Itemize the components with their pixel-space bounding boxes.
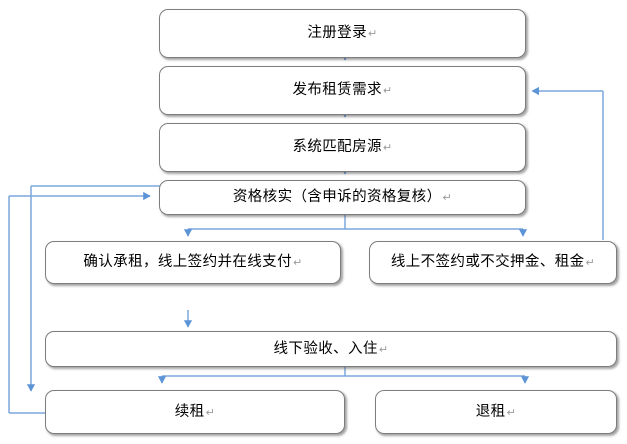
node-terminate-label: 退租↵ <box>475 403 517 420</box>
pilcrow-icon: ↵ <box>506 406 517 419</box>
pilcrow-icon: ↵ <box>367 28 378 41</box>
node-inspect-movein-label: 线下验收、入住↵ <box>273 340 389 357</box>
node-verify[interactable]: 资格核实（含申诉的资格复核）↵ <box>159 180 526 215</box>
node-confirm-rent[interactable]: 确认承租，线上签约并在线支付↵ <box>45 241 341 284</box>
pilcrow-icon: ↵ <box>442 192 453 205</box>
node-no-sign-label: 线上不签约或不交押金、租金↵ <box>390 254 596 271</box>
node-publish-label: 发布租赁需求↵ <box>292 82 393 99</box>
pilcrow-icon: ↵ <box>292 257 303 270</box>
pilcrow-icon: ↵ <box>382 142 393 155</box>
node-match-label: 系统匹配房源↵ <box>292 139 393 156</box>
node-terminate[interactable]: 退租↵ <box>375 390 617 434</box>
node-renew[interactable]: 续租↵ <box>45 390 345 434</box>
node-register-label: 注册登录↵ <box>307 25 378 42</box>
pilcrow-icon: ↵ <box>382 85 393 98</box>
node-confirm-rent-label: 确认承租，线上签约并在线支付↵ <box>83 254 303 271</box>
pilcrow-icon: ↵ <box>205 406 216 419</box>
node-verify-label: 资格核实（含申诉的资格复核）↵ <box>232 189 453 206</box>
pilcrow-icon: ↵ <box>585 257 596 270</box>
node-no-sign[interactable]: 线上不签约或不交押金、租金↵ <box>369 241 617 284</box>
node-match[interactable]: 系统匹配房源↵ <box>159 123 526 172</box>
node-publish[interactable]: 发布租赁需求↵ <box>159 66 526 115</box>
node-register[interactable]: 注册登录↵ <box>159 9 526 58</box>
node-renew-label: 续租↵ <box>174 403 216 420</box>
node-inspect-movein[interactable]: 线下验收、入住↵ <box>45 331 617 367</box>
pilcrow-icon: ↵ <box>378 343 389 356</box>
